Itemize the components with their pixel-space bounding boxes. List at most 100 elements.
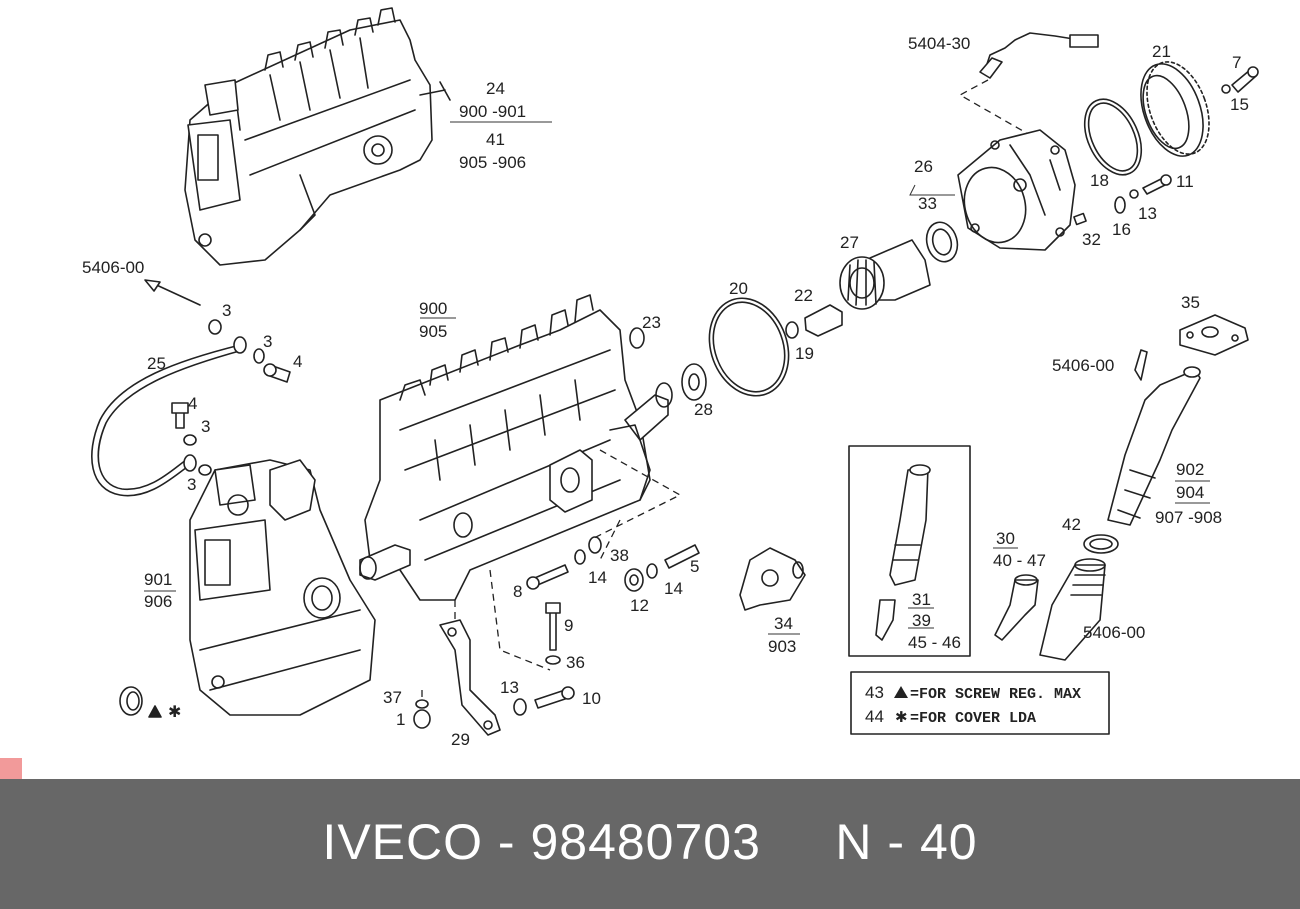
callout: 12 <box>630 596 649 615</box>
sleeve-5406 <box>1039 558 1106 661</box>
brand-name: IVECO <box>322 814 484 870</box>
callout: 13 <box>500 678 519 697</box>
callout: 5404-30 <box>908 34 970 53</box>
callout: 40 - 47 <box>993 551 1046 570</box>
callout: 11 <box>1176 172 1194 191</box>
callout: 23 <box>642 313 661 332</box>
washer-42 <box>1083 534 1119 554</box>
bolt-8 <box>526 564 569 590</box>
callout: 9 <box>564 616 573 635</box>
callout: 905 -906 <box>459 153 526 172</box>
o-ring-18 <box>1083 98 1143 176</box>
callout: 27 <box>840 233 859 252</box>
svg-text:=FOR SCREW REG. MAX: =FOR SCREW REG. MAX <box>910 686 1081 703</box>
callout: 20 <box>729 279 748 298</box>
sensor-5404-30 <box>979 32 1099 79</box>
injector-902 <box>1107 366 1201 526</box>
exploded-view-drawing: ✱ 43 =FOR SCREW REG. MAX 44 ✱ =FO <box>82 7 1259 749</box>
gear-28 <box>681 363 707 401</box>
nut-1 <box>413 699 431 729</box>
pin-5406 <box>1134 349 1148 381</box>
callout: 900 <box>419 299 447 318</box>
o-ring-20 <box>708 297 790 397</box>
callout: 4 <box>188 394 197 413</box>
callout: 38 <box>610 546 629 565</box>
nozzle-30 <box>994 574 1039 641</box>
bolt-4a <box>263 363 291 383</box>
callout: 36 <box>566 653 585 672</box>
bolt-11 <box>1114 174 1172 214</box>
callout: 14 <box>588 568 607 587</box>
svg-text:=FOR COVER LDA: =FOR COVER LDA <box>910 710 1036 727</box>
separator: - <box>483 814 531 870</box>
callout: 5406-00 <box>1083 623 1145 642</box>
governor-pump-901 <box>189 459 376 716</box>
fuel-line-25 <box>91 336 247 497</box>
callout: 900 -901 <box>459 102 526 121</box>
callout: 5406-00 <box>82 258 144 277</box>
callout: 8 <box>513 582 522 601</box>
callout: 3 <box>187 475 196 494</box>
part-number: 98480703 <box>530 814 761 870</box>
callout: 35 <box>1181 293 1200 312</box>
washer-3c <box>183 434 197 446</box>
bolt-9 <box>545 602 561 665</box>
callout: 25 <box>147 354 166 373</box>
callout: 14 <box>664 579 683 598</box>
callout: 5406-00 <box>1052 356 1114 375</box>
callout: 37 <box>383 688 402 707</box>
injector-inset-box <box>848 445 971 657</box>
callout: 34 <box>774 614 793 633</box>
svg-text:43: 43 <box>865 683 884 702</box>
part-caption: IVECO - 98480703 N - 40 <box>0 813 1300 871</box>
callout: 22 <box>794 286 813 305</box>
callout-labels: 24 900 -901 41 905 -906 5404-30 21 7 15 … <box>82 34 1249 749</box>
washer-14a <box>574 549 586 565</box>
bolt-10 <box>513 686 575 716</box>
parts-diagram: ✱ 43 =FOR SCREW REG. MAX 44 ✱ =FO <box>82 7 1259 749</box>
bolt-7 <box>1221 66 1259 94</box>
callout: 30 <box>996 529 1015 548</box>
callout: 3 <box>222 301 231 320</box>
callout: 907 -908 <box>1155 508 1222 527</box>
callout: 901 <box>144 570 172 589</box>
svg-text:✱: ✱ <box>168 704 181 721</box>
stud-5 <box>664 544 700 569</box>
callout: 18 <box>1090 171 1109 190</box>
washer-14b <box>646 563 658 579</box>
callout: 39 <box>912 611 931 630</box>
callout: 19 <box>795 344 814 363</box>
corner-marker <box>0 758 22 779</box>
callout: 902 <box>1176 460 1204 479</box>
callout: 13 <box>1138 204 1157 223</box>
callout: 904 <box>1176 483 1204 502</box>
seal-33 <box>925 221 959 263</box>
callout: 24 <box>486 79 505 98</box>
housing-34 <box>739 547 806 611</box>
nut-12 <box>624 568 644 592</box>
callout: 42 <box>1062 515 1081 534</box>
callout: 15 <box>1230 95 1249 114</box>
callout: 26 <box>914 157 933 176</box>
callout: 903 <box>768 637 796 656</box>
callout: 31 <box>912 590 931 609</box>
footer-bar: IVECO - 98480703 N - 40 <box>0 779 1300 909</box>
key-32 <box>1073 212 1087 226</box>
pump-body-900 <box>359 294 673 601</box>
drive-gear-21 <box>1140 61 1210 157</box>
gap <box>761 814 835 870</box>
injection-pump-assembly-top <box>184 7 451 266</box>
callout: 29 <box>451 730 470 749</box>
callout: 4 <box>293 352 302 371</box>
cap-lda: ✱ <box>119 686 181 721</box>
plug-22 <box>785 304 843 339</box>
bolt-4b <box>171 402 189 429</box>
legend-box: 43 =FOR SCREW REG. MAX 44 ✱ =FOR COVER L… <box>850 671 1110 735</box>
code-number: 40 <box>919 814 978 870</box>
callout: 45 - 46 <box>908 633 961 652</box>
washer-3a <box>208 319 222 335</box>
coupling-27 <box>839 239 931 310</box>
callout: 7 <box>1232 53 1241 72</box>
callout: 21 <box>1152 42 1171 61</box>
bracket-29 <box>439 619 501 736</box>
